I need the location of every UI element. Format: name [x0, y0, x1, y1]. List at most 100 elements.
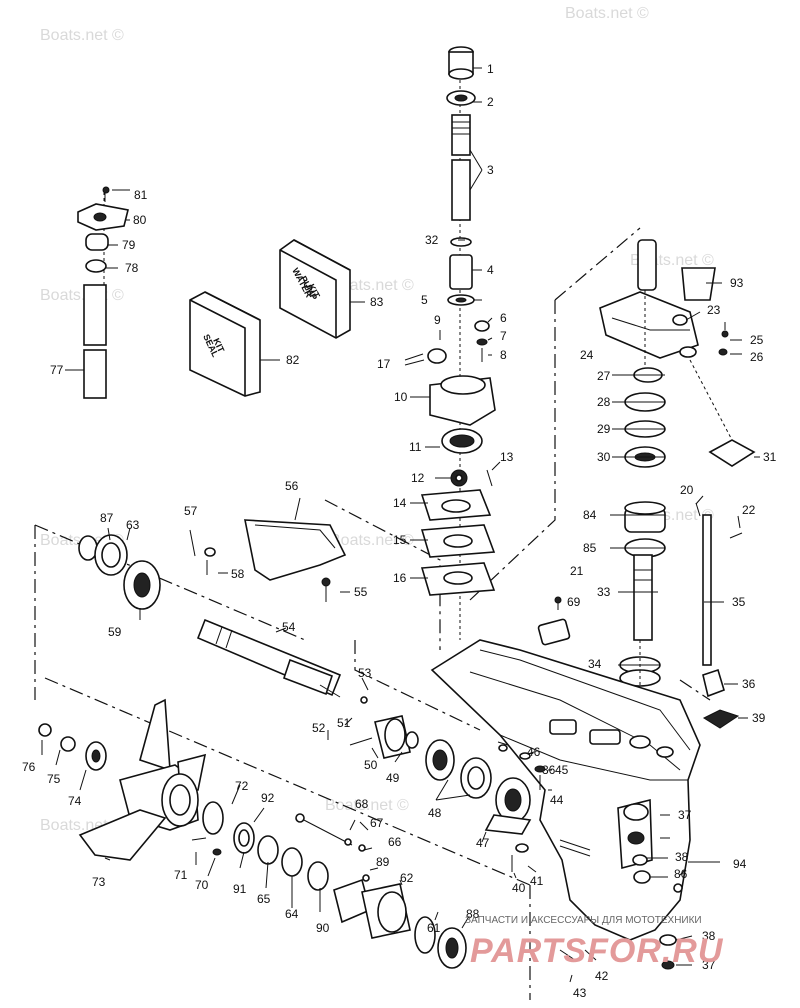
part-label: 68	[355, 797, 369, 811]
watermark: Boats.net ©	[330, 532, 414, 549]
watermark: Boats.net ©	[40, 27, 124, 44]
part-label: 11	[409, 440, 422, 454]
part-label: 14	[393, 496, 407, 510]
part-label: 29	[597, 422, 611, 436]
propeller	[38, 698, 207, 861]
footer-logo: PARTSFOR.RU	[470, 932, 724, 970]
part-label: 39	[752, 711, 766, 725]
left-tube-assembly	[77, 186, 129, 399]
part-label: 13	[500, 450, 514, 464]
lower-hub-group	[191, 801, 677, 970]
part-label: 89	[376, 855, 390, 869]
shift-rod	[537, 502, 743, 729]
part-label: 37	[678, 808, 692, 822]
part-labels: 1 2 3 4 5 6 7 8 9 10 11 12 13 14 15 16 1…	[22, 62, 777, 1000]
gearcase-housing	[430, 639, 701, 941]
part-label: 69	[567, 595, 581, 609]
watermark: Boats.net ©	[565, 5, 649, 22]
water-pump-kit-box: WATER PUMP KIT	[279, 239, 351, 339]
part-label: 53	[358, 666, 372, 680]
part-label: 71	[174, 868, 188, 882]
part-label: 28	[597, 395, 611, 409]
part-label: 42	[595, 969, 609, 983]
part-label: 80	[133, 213, 147, 227]
part-label: 73	[92, 875, 106, 889]
clutch-bearing-group	[349, 715, 546, 872]
part-label: 26	[750, 350, 764, 364]
watermark: Boats.net ©	[325, 797, 409, 814]
assembly-guide-lines	[34, 227, 711, 1000]
part-label: 31	[763, 450, 777, 464]
part-label: 44	[550, 793, 564, 807]
part-label: 90	[316, 921, 330, 935]
part-label: 27	[597, 369, 611, 383]
part-label: 66	[388, 835, 402, 849]
part-label: 83	[370, 295, 384, 309]
part-label: 3	[487, 163, 494, 177]
part-label: 76	[22, 760, 36, 774]
part-label: 64	[285, 907, 299, 921]
part-label: 23	[707, 303, 721, 317]
part-label: 37	[702, 958, 716, 972]
part-label: 10	[394, 390, 408, 404]
part-label: 25	[750, 333, 764, 347]
part-label: 40	[512, 881, 526, 895]
part-label: 33	[597, 585, 611, 599]
part-label: 84	[583, 508, 597, 522]
part-label: 9	[434, 313, 441, 327]
seal-kit-box: SEAL KIT	[189, 291, 261, 397]
part-label: 4	[487, 263, 494, 277]
part-label: 94	[733, 857, 747, 871]
part-label: 38	[702, 929, 716, 943]
part-label: 92	[261, 791, 275, 805]
part-label: 21	[570, 564, 584, 578]
footer-subtitle: ЗАПЧАСТИ И АКСЕССУАРЫ ДЛЯ МОТОТЕХНИКИ	[465, 915, 702, 926]
part-label: 49	[386, 771, 400, 785]
part-label: 88	[466, 907, 480, 921]
part-label: 87	[100, 511, 114, 525]
part-label: 55	[354, 585, 368, 599]
part-label: 8	[500, 348, 507, 362]
part-label: 46	[527, 745, 541, 759]
part-label: 61	[427, 921, 441, 935]
part-label: 58	[231, 567, 245, 581]
prop-shaft-assembly	[78, 519, 368, 704]
watermark: Boats.net ©	[330, 277, 414, 294]
part-label: 52	[312, 721, 326, 735]
part-label: 35	[732, 595, 746, 609]
part-label: 74	[68, 794, 82, 808]
part-label: 78	[125, 261, 139, 275]
part-label: 36	[742, 677, 756, 691]
part-label: 45	[555, 763, 569, 777]
part-label: 62	[400, 871, 414, 885]
part-label: 93	[730, 276, 744, 290]
part-label: 57	[184, 504, 198, 518]
part-label: 24	[580, 348, 594, 362]
part-label: 59	[108, 625, 122, 639]
part-label: 48	[428, 806, 442, 820]
part-label: 86	[674, 867, 688, 881]
part-label: 47	[476, 836, 490, 850]
part-label: 38	[675, 850, 689, 864]
footer-branding: ЗАПЧАСТИ И АКСЕССУАРЫ ДЛЯ МОТОТЕХНИКИ PA…	[465, 915, 724, 970]
part-label: 70	[195, 878, 209, 892]
part-label: 16	[393, 571, 407, 585]
part-label: 32	[425, 233, 439, 247]
part-label: 65	[257, 892, 271, 906]
part-label: 63	[126, 518, 140, 532]
part-label: 81	[134, 188, 148, 202]
part-label: 75	[47, 772, 61, 786]
part-label: 36	[542, 763, 556, 777]
part-label: 91	[233, 882, 247, 896]
part-label: 7	[500, 329, 507, 343]
part-label: 50	[364, 758, 378, 772]
part-label: 22	[742, 503, 756, 517]
part-label: 56	[285, 479, 299, 493]
part-label: 5	[421, 293, 428, 307]
part-label: 85	[583, 541, 597, 555]
part-label: 67	[370, 816, 384, 830]
part-label: 30	[597, 450, 611, 464]
part-label: 12	[411, 471, 425, 485]
